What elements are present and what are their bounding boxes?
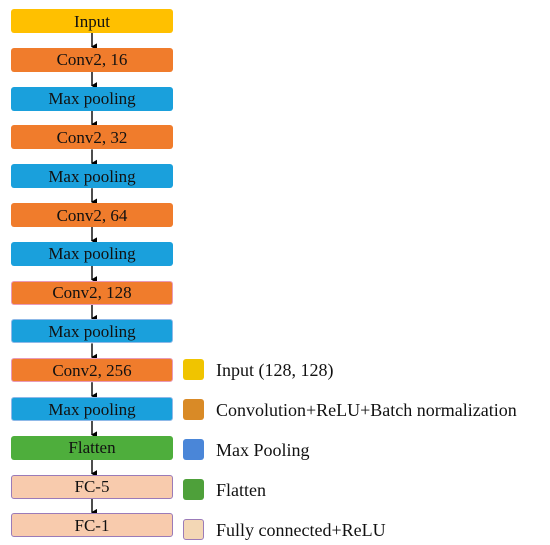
layer-box-3: Max pooling bbox=[11, 86, 173, 111]
layer-box-4: Conv2, 32 bbox=[11, 125, 173, 150]
legend-label-conv: Convolution+ReLU+Batch normalization bbox=[216, 400, 517, 420]
legend-swatch-input bbox=[183, 359, 204, 380]
layer-box-1: Input bbox=[11, 9, 173, 33]
layer-box-10: Conv2, 256 bbox=[11, 358, 173, 383]
layer-box-6: Conv2, 64 bbox=[11, 203, 173, 227]
layer-box-5: Max pooling bbox=[11, 164, 173, 189]
layer-box-11: Max pooling bbox=[11, 397, 173, 421]
legend-label-fc: Fully connected+ReLU bbox=[216, 520, 386, 540]
layer-box-13: FC-5 bbox=[11, 474, 173, 499]
layer-box-2: Conv2, 16 bbox=[11, 47, 173, 72]
layer-box-7: Max pooling bbox=[11, 241, 173, 266]
legend-label-flatten: Flatten bbox=[216, 480, 266, 500]
legend-label-input: Input (128, 128) bbox=[216, 360, 334, 380]
layer-box-9: Max pooling bbox=[11, 319, 173, 344]
layer-box-14: FC-1 bbox=[11, 513, 173, 538]
legend-swatch-flatten bbox=[183, 479, 204, 500]
legend-label-pool: Max Pooling bbox=[216, 440, 310, 460]
layer-box-8: Conv2, 128 bbox=[11, 280, 173, 305]
layer-box-12: Flatten bbox=[11, 435, 173, 460]
legend-swatch-fc bbox=[183, 519, 204, 540]
legend-swatch-pool bbox=[183, 439, 204, 460]
legend-swatch-conv bbox=[183, 399, 204, 420]
